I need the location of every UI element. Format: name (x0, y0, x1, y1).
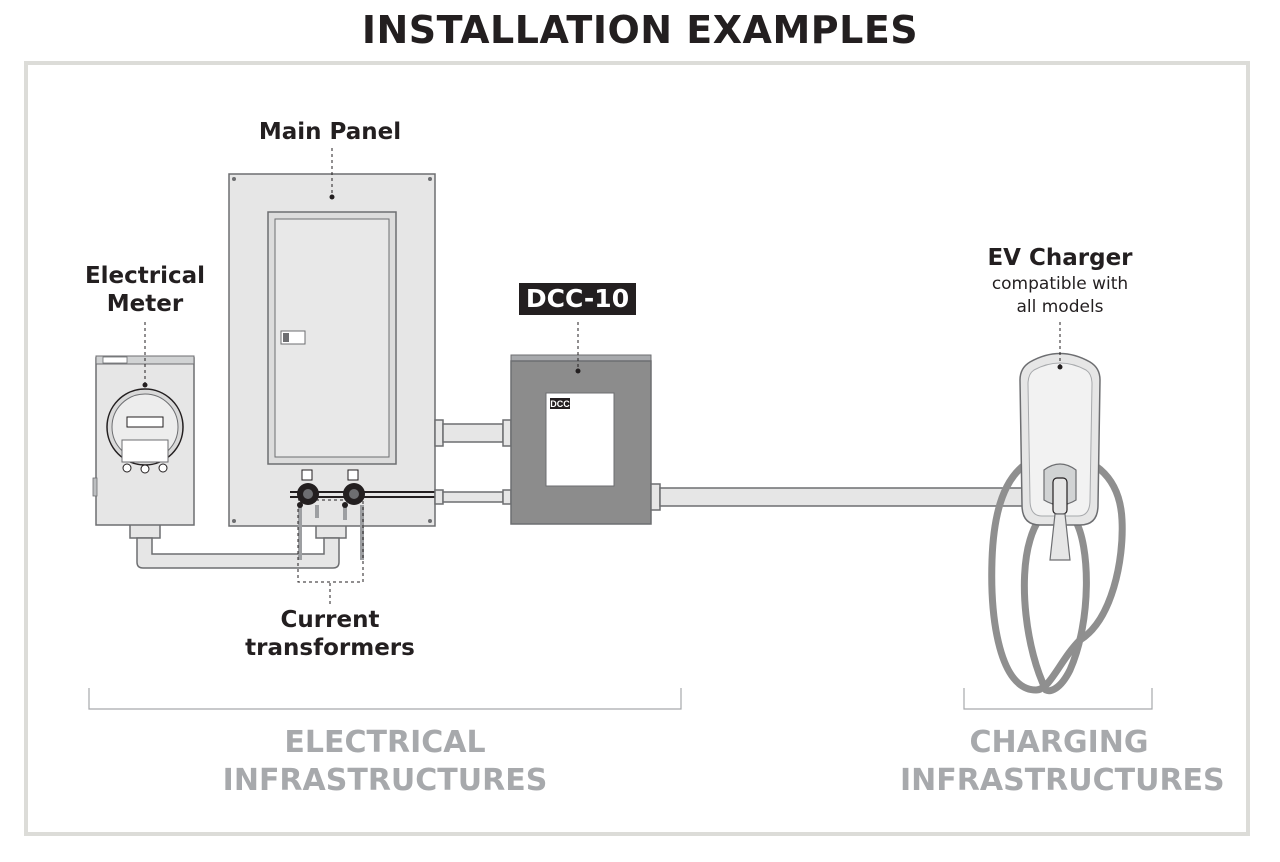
diagram-frame (24, 61, 1250, 836)
meter-label-line1: Electrical (84, 263, 206, 289)
current-transformers (290, 483, 436, 583)
ev-charger-sub1: compatible with (991, 274, 1129, 294)
ev-charger (988, 352, 1126, 695)
diagram-title: INSTALLATION EXAMPLES (361, 8, 919, 52)
category-brackets (88, 688, 1153, 710)
main-panel (228, 173, 436, 527)
dcc-10-badge: DCC-10 (519, 283, 636, 315)
meter-panel-conduit (129, 523, 347, 569)
electrical-category-line2: INFRASTRUCTURES (222, 763, 548, 798)
charging-category-line1: CHARGING (969, 725, 1149, 760)
ev-charger-label: EV Charger (987, 245, 1133, 271)
dcc-charger-conduit (650, 483, 1031, 511)
ct-label-line1: Current (280, 607, 380, 633)
meter-label-line2: Meter (106, 291, 184, 317)
panel-dcc-conduits (434, 419, 512, 505)
leader-lines (144, 148, 1061, 604)
ct-label-line2: transformers (245, 635, 415, 661)
main-panel-label: Main Panel (258, 119, 402, 145)
dcc-logo-text: DCC (550, 399, 570, 409)
electrical-category-line1: ELECTRICAL (284, 725, 486, 760)
ev-charger-sub2: all models (1016, 297, 1104, 317)
electrical-meter (92, 355, 195, 526)
charging-category-line2: INFRASTRUCTURES (900, 763, 1225, 798)
dcc-10-device: DCC (510, 354, 652, 525)
